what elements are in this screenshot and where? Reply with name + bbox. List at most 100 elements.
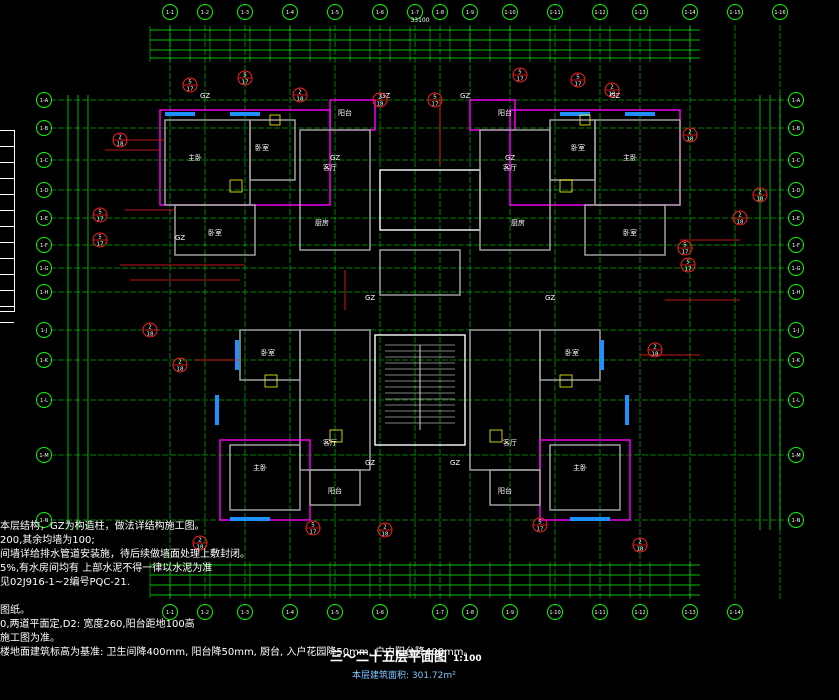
grid-bubble-circle — [788, 237, 804, 253]
grid-bubble-label: 1-1 — [166, 10, 174, 16]
grid-bubble-label: 1-C — [40, 158, 49, 164]
detail-callout: 218 — [372, 92, 388, 108]
grid-bubble-label: 1-2 — [201, 10, 209, 16]
grid-bubble-circle — [788, 322, 804, 338]
grid-bubble-circle — [547, 604, 563, 620]
grid-bubble: 1-1 — [162, 604, 178, 620]
grid-bubble: 1-11 — [592, 604, 608, 620]
grid-bubble: 1-5 — [327, 4, 343, 20]
grid-bubble-label: 1-J — [41, 328, 48, 334]
callout-sheet: 18 — [197, 545, 204, 551]
grid-bubble-label: 1-K — [40, 358, 49, 364]
grid-bubble-label: 1-12 — [634, 610, 645, 616]
window — [560, 112, 590, 116]
grid-bubble-circle — [327, 4, 343, 20]
column-tag: GZ — [365, 294, 375, 302]
grid-bubble-circle — [372, 4, 388, 20]
grid-bubble: 1-10 — [502, 4, 518, 20]
grid-bubble-circle — [372, 604, 388, 620]
grid-bubble: 1-16 — [772, 4, 788, 20]
grid-bubble-circle — [682, 4, 698, 20]
grid-bubble: 1-G — [788, 260, 804, 276]
window — [600, 340, 604, 370]
grid-bubble-label: 1-M — [791, 453, 800, 459]
grid-bubble-circle — [788, 392, 804, 408]
grid-bubble-label: 1-J — [793, 328, 800, 334]
grid-lines — [50, 25, 790, 600]
detail-callout: 517 — [92, 232, 108, 248]
note-line: 见02J916-1~2编号PQC-21. — [0, 577, 130, 588]
grid-bubble-label: 1-G — [39, 266, 48, 272]
door — [264, 374, 278, 388]
grid-bubble-label: 1-E — [792, 216, 800, 222]
grid-bubble-label: 1-H — [40, 290, 49, 296]
window — [625, 395, 629, 425]
detail-callout: 517 — [92, 207, 108, 223]
note-line: 0,两道平面定,D2: 宽度260,阳台距地100高 — [0, 619, 195, 630]
grid-bubble-circle — [197, 604, 213, 620]
wall-outline — [539, 439, 631, 521]
detail-callout: 517 — [182, 77, 198, 93]
detail-callout: 517 — [677, 240, 693, 256]
grid-bubble-label: 1-B — [792, 126, 801, 132]
callout-sheet: 17 — [242, 80, 249, 86]
grid-bubble-circle — [36, 392, 52, 408]
grid-bubble-circle — [462, 4, 478, 20]
note-line: 楼地面建筑标高为基准: 卫生间降400mm, 阳台降50mm, 厨台, 入户花园… — [0, 647, 474, 658]
grid-bubble-label: 1-10 — [504, 10, 515, 16]
callout-number: 2 — [738, 213, 742, 219]
grid-bubble-circle — [502, 604, 518, 620]
wall-outline — [249, 119, 296, 181]
grid-bubble-label: 1-12 — [594, 10, 605, 16]
callout-number: 2 — [610, 85, 614, 91]
general-notes: 本层结构，GZ为构造柱，做法详结构施工图。200,其余均墙为100;间墙详给排水… — [0, 520, 474, 660]
detail-callout: 218 — [142, 322, 158, 338]
grid-bubble-circle — [36, 447, 52, 463]
walls — [105, 99, 740, 521]
grid-bubble: 1-N — [36, 512, 52, 528]
grid-bubble-circle — [788, 352, 804, 368]
note-line: 间墙详给排水管道安装施，待后续做墙面处理上敷封闭。 — [0, 549, 250, 560]
grid-bubble: 1-9 — [502, 604, 518, 620]
room-label: 客厅 — [503, 438, 517, 447]
grid-bubble-label: 1-M — [39, 453, 48, 459]
grid-bubble: 1-J — [36, 322, 52, 338]
grid-bubble-label: 1-A — [40, 98, 49, 104]
door — [329, 429, 343, 443]
grid-bubble: 1-C — [36, 152, 52, 168]
detail-callout: 517 — [305, 520, 321, 536]
grid-bubble: 1-11 — [547, 4, 563, 20]
detail-callout: 517 — [680, 257, 696, 273]
callout-sheet: 17 — [187, 87, 194, 93]
detail-callout: 218 — [192, 535, 208, 551]
grid-bubble: 1-N — [788, 512, 804, 528]
grid-bubble: 1-13 — [632, 4, 648, 20]
grid-bubble: 1-1 — [162, 4, 178, 20]
window — [230, 517, 270, 521]
detail-callout: 517 — [532, 517, 548, 533]
grid-bubble-circle — [36, 260, 52, 276]
door — [559, 374, 573, 388]
callout-number: 5 — [518, 70, 522, 76]
callout-number: 2 — [198, 538, 202, 544]
grid-bubble: 1-10 — [547, 604, 563, 620]
grid-bubble-label: 1-N — [792, 518, 801, 524]
note-line: 施工图为准。 — [0, 633, 60, 644]
grid-bubble-circle — [788, 210, 804, 226]
grid-bubble-label: 1-F — [792, 243, 800, 249]
grid-bubble-circle — [682, 604, 698, 620]
grid-bubble-label: 1-11 — [594, 610, 605, 616]
column-tag: GZ — [545, 294, 555, 302]
callout-number: 2 — [758, 190, 762, 196]
callout-number: 2 — [378, 95, 382, 101]
grid-bubble-label: 1-10 — [549, 610, 560, 616]
callout-number: 2 — [148, 325, 152, 331]
room-label: 卧室 — [261, 348, 275, 357]
window — [625, 112, 655, 116]
column-tag: GZ — [450, 459, 460, 467]
grid-bubble-circle — [282, 4, 298, 20]
grid-bubble-circle — [727, 604, 743, 620]
column-tag: GZ — [460, 92, 470, 100]
